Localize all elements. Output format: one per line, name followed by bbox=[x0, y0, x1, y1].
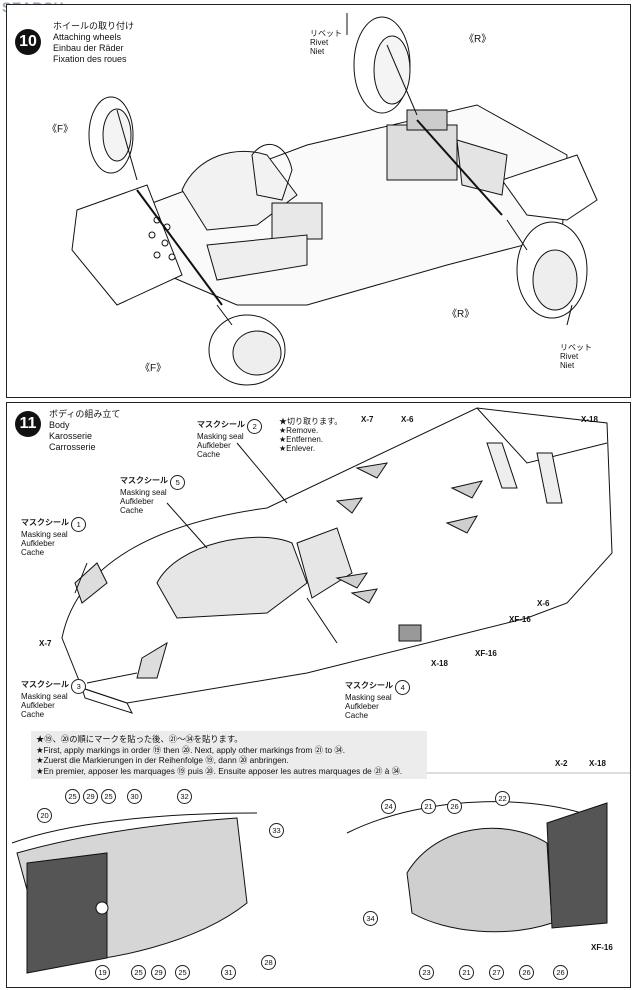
decal-number: 32 bbox=[177, 789, 192, 804]
decal-number: 24 bbox=[381, 799, 396, 814]
wheel-tag-front-top: 《F》 bbox=[47, 124, 74, 135]
decal-number: 21 bbox=[421, 799, 436, 814]
decal-number: 26 bbox=[447, 799, 462, 814]
step-11-title-en: Body bbox=[49, 420, 70, 430]
note-en: ★First, apply markings in order ⑲ then ⑳… bbox=[36, 744, 345, 755]
step-11-title-de: Karosserie bbox=[49, 431, 93, 441]
paint-code-x6-right: X-6 bbox=[537, 599, 550, 608]
rivet-label-top: リベット Rivet Niet bbox=[310, 29, 342, 56]
paint-code-x6-top: X-6 bbox=[401, 415, 414, 424]
note-de: ★Zuerst die Markierungen in der Reihenfo… bbox=[36, 755, 289, 765]
step-11-title-ja: ボディの組み立て bbox=[49, 409, 121, 419]
paint-code-x18-mid: X-18 bbox=[431, 659, 448, 668]
mask-seal-label-3: マスクシール 3 Masking seal Aufkleber Cache bbox=[21, 677, 87, 719]
step-10-titles: ホイールの取り付け Attaching wheels Einbau der Rä… bbox=[53, 21, 134, 65]
mask-seal-label-5: マスクシール 5 Masking seal Aufkleber Cache bbox=[120, 473, 186, 515]
decal-number: 22 bbox=[495, 791, 510, 806]
decal-number: 29 bbox=[83, 789, 98, 804]
decal-number: 25 bbox=[131, 965, 146, 980]
paint-code-xf16-b: XF-16 bbox=[475, 649, 497, 658]
mask-seal-label-4: マスクシール 4 Masking seal Aufkleber Cache bbox=[345, 678, 411, 720]
paint-code-x18-top: X-18 bbox=[581, 415, 598, 424]
marking-order-notes: ★⑲、⑳の順にマークを貼った後、㉑〜㉞を貼ります。 ★First, apply … bbox=[31, 731, 427, 779]
wheel-tag-rear-top: 《R》 bbox=[464, 34, 492, 45]
note-ja: ★⑲、⑳の順にマークを貼った後、㉑〜㉞を貼ります。 bbox=[36, 734, 243, 744]
decal-number: 20 bbox=[37, 808, 52, 823]
decal-number: 19 bbox=[95, 965, 110, 980]
decal-number: 26 bbox=[519, 965, 534, 980]
wheel-tag-front-bottom: 《F》 bbox=[140, 363, 167, 374]
rivet-label-bottom: リベット Rivet Niet bbox=[560, 343, 592, 370]
step-10-title-fr: Fixation des roues bbox=[53, 54, 127, 64]
paint-code-xf16-a: XF-16 bbox=[509, 615, 531, 624]
step-11-title-fr: Carrosserie bbox=[49, 442, 96, 452]
remove-note: ★切り取ります。 ★Remove. ★Entfernen. ★Enlever. bbox=[279, 417, 343, 453]
body-illustration bbox=[11, 407, 630, 974]
decal-number: 33 bbox=[269, 823, 284, 838]
decal-number: 34 bbox=[363, 911, 378, 926]
step-10-title-de: Einbau der Räder bbox=[53, 43, 124, 53]
decal-number: 25 bbox=[175, 965, 190, 980]
decal-number: 28 bbox=[261, 955, 276, 970]
decal-number: 31 bbox=[221, 965, 236, 980]
step-11-panel: 11 ボディの組み立て Body Karosserie Carrosserie … bbox=[6, 402, 631, 988]
step-10-number-badge: 10 bbox=[15, 29, 41, 55]
mask-seal-label-1: マスクシール 1 Masking seal Aufkleber Cache bbox=[21, 515, 87, 557]
wheel-tag-rear-bottom: 《R》 bbox=[447, 309, 475, 320]
step-11-titles: ボディの組み立て Body Karosserie Carrosserie bbox=[49, 409, 120, 453]
note-fr: ★En premier, apposer les marquages ⑲ pui… bbox=[36, 765, 403, 776]
step-10-title-en: Attaching wheels bbox=[53, 32, 122, 42]
decal-number: 29 bbox=[151, 965, 166, 980]
mask-seal-label-2: マスクシール 2 Masking seal Aufkleber Cache bbox=[197, 417, 263, 459]
decal-number: 27 bbox=[489, 965, 504, 980]
step-10-title-ja: ホイールの取り付け bbox=[53, 21, 135, 31]
chassis-illustration bbox=[71, 13, 598, 386]
decal-number: 21 bbox=[459, 965, 474, 980]
decal-number: 30 bbox=[127, 789, 142, 804]
step-11-number-badge: 11 bbox=[15, 411, 41, 437]
decal-number: 25 bbox=[65, 789, 80, 804]
step-10-panel: 10 ホイールの取り付け Attaching wheels Einbau der… bbox=[6, 4, 631, 398]
paint-code-x7-left: X-7 bbox=[39, 639, 52, 648]
paint-code-x7-top: X-7 bbox=[361, 415, 374, 424]
decal-number: 23 bbox=[419, 965, 434, 980]
paint-code-x2: X-2 bbox=[555, 759, 568, 768]
paint-code-x18-detail: X-18 bbox=[589, 759, 606, 768]
decal-number: 25 bbox=[101, 789, 116, 804]
decal-number: 26 bbox=[553, 965, 568, 980]
paint-code-xf16-detail: XF-16 bbox=[591, 943, 613, 952]
